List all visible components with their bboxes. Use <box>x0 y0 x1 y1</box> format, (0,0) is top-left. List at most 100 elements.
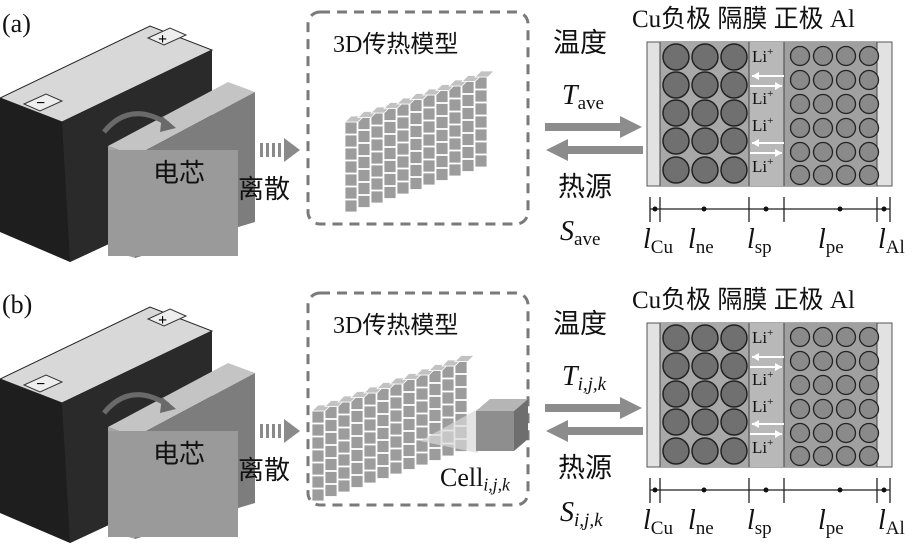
anode-particle <box>662 437 690 465</box>
anode-particle <box>720 324 748 352</box>
temperature-label: 温度 <box>553 309 607 339</box>
panel-b: (b)−+电芯离散3D传热模型Celli,j,k温度Ti,j,k热源Si,j,k… <box>0 286 905 543</box>
li-ion-label: Li+ <box>752 327 773 347</box>
li-ion-label: Li+ <box>752 437 773 457</box>
separator <box>749 42 784 186</box>
heat-symbol-symbol: S <box>560 216 574 247</box>
cathode-particle <box>789 93 811 115</box>
dimension-label: lAl <box>878 224 905 258</box>
dimension-label-symbol: l <box>643 505 651 536</box>
cathode-particle <box>789 141 811 163</box>
anode-particle <box>662 408 690 436</box>
heat-label: 热源 <box>558 453 612 483</box>
anode-particle <box>662 99 690 127</box>
dimension-label: lsp <box>747 505 772 539</box>
anode-particle <box>691 71 719 99</box>
dimension-label-subscript: pe <box>826 237 844 258</box>
anode-particle <box>662 71 690 99</box>
dimension-label-subscript: ne <box>696 518 714 539</box>
cathode-particle <box>812 445 834 467</box>
cathode-particle <box>858 69 880 91</box>
dimension-label-symbol: l <box>747 224 755 255</box>
discretize-arrow-icon <box>260 419 300 443</box>
cathode-particle <box>835 374 857 396</box>
right-arrow-icon <box>545 404 623 412</box>
anode-particle <box>691 324 719 352</box>
dimension-label: lCu <box>643 505 673 539</box>
cathode-particle <box>812 422 834 444</box>
anode-particle <box>720 380 748 408</box>
anode-particle <box>720 43 748 71</box>
positive-terminal-icon: + <box>158 312 167 329</box>
cathode-particle <box>835 141 857 163</box>
cathode-particle <box>858 93 880 115</box>
layer-header: Cu负极 隔膜 正极 Al <box>632 286 855 314</box>
cathode-particle <box>789 374 811 396</box>
cathode-particle <box>789 326 811 348</box>
li-ion-label: Li+ <box>752 156 773 176</box>
cell-core <box>102 363 255 539</box>
li-ion-label: Li+ <box>752 46 773 66</box>
cathode-particle <box>835 164 857 186</box>
li-ion-label: Li+ <box>752 115 773 135</box>
li-ion-label: Li+ <box>752 396 773 416</box>
cathode-particle <box>835 69 857 91</box>
cathode-particle <box>812 164 834 186</box>
anode-particle <box>691 99 719 127</box>
negative-terminal-icon: − <box>36 95 45 112</box>
cathode-particle <box>858 374 880 396</box>
anode-particle <box>691 408 719 436</box>
dimension-label-symbol: l <box>818 224 826 255</box>
dimension-label: lpe <box>818 505 844 539</box>
left-arrow-icon <box>565 146 643 154</box>
dimension-label-symbol: l <box>878 505 886 536</box>
exchange-arrows <box>545 116 643 161</box>
cathode-particle <box>835 445 857 467</box>
dimension-label: lsp <box>747 224 772 258</box>
cathode-particle <box>835 350 857 372</box>
mesh-grid <box>344 70 495 213</box>
heat-label: 热源 <box>558 172 612 202</box>
li-ion-label: Li+ <box>752 88 773 108</box>
heat-symbol: Si,j,k <box>560 497 603 531</box>
cathode-particle <box>835 422 857 444</box>
anode-particle <box>720 408 748 436</box>
cathode-particle <box>812 350 834 372</box>
dimension-label-subscript: ne <box>696 237 714 258</box>
heat-symbol-subscript: i,j,k <box>574 510 603 531</box>
dimension-label-subscript: sp <box>755 237 772 258</box>
dimension-label-subscript: Cu <box>651 237 674 258</box>
dimension-label: lne <box>688 505 714 539</box>
cathode-particle <box>812 398 834 420</box>
dimension-label-symbol: l <box>688 224 696 255</box>
mesh-grid <box>311 355 475 502</box>
cathode-particle <box>789 398 811 420</box>
cathode-particle <box>835 117 857 139</box>
anode-particle <box>720 437 748 465</box>
li-ion-label: Li+ <box>752 369 773 389</box>
anode-particle <box>691 352 719 380</box>
cell-label: Celli,j,k <box>440 463 511 495</box>
dimension-label-symbol: l <box>878 224 886 255</box>
heat-symbol-subscript: ave <box>574 229 600 250</box>
anode-particle <box>662 43 690 71</box>
cathode-particle <box>812 326 834 348</box>
anode-particle <box>691 156 719 184</box>
cathode-particle <box>812 69 834 91</box>
temperature-symbol-symbol: T <box>562 361 580 392</box>
heat-symbol-symbol: S <box>560 497 574 528</box>
anode-particle <box>720 156 748 184</box>
dimension-label: lpe <box>818 224 844 258</box>
anode-particle <box>662 127 690 155</box>
anode-particle <box>662 156 690 184</box>
cathode-particle <box>789 445 811 467</box>
dimension-label: lCu <box>643 224 673 258</box>
dimension-label-symbol: l <box>643 224 651 255</box>
rotate-arrow-icon <box>102 392 170 415</box>
panel-label: (a) <box>2 9 31 38</box>
cathode-particle <box>858 164 880 186</box>
anode-particle <box>662 352 690 380</box>
cathode-particle <box>812 141 834 163</box>
